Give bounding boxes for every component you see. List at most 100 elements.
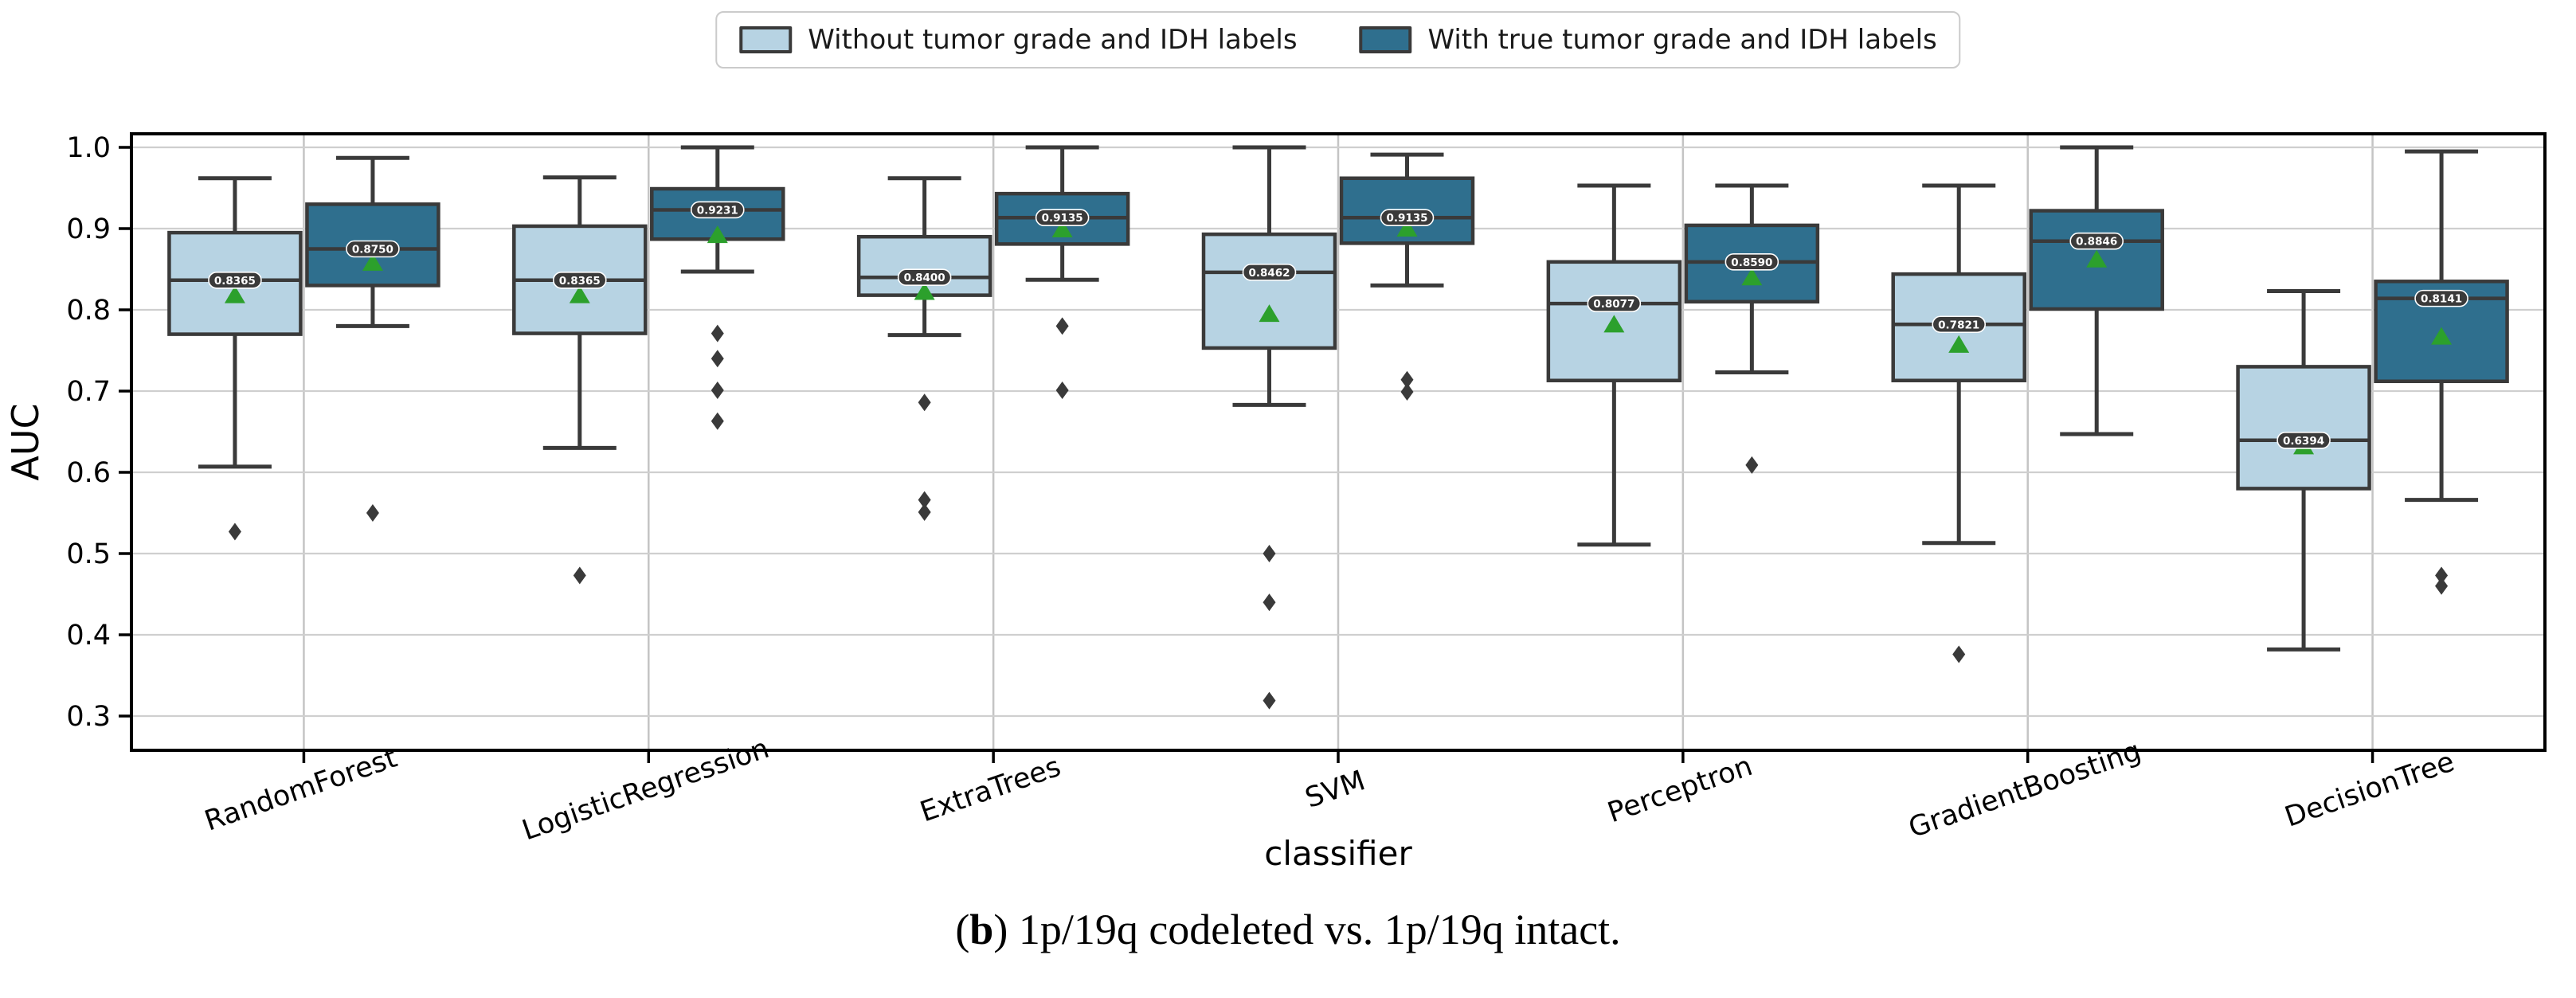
outlier-marker (366, 504, 379, 522)
outlier-marker (918, 393, 931, 412)
median-value-badge (1587, 295, 1642, 312)
legend-swatch-icon (1359, 26, 1412, 53)
x-tick-label: SVM (1302, 765, 1369, 815)
median-value-badge (2277, 432, 2331, 449)
median-value-badge (1725, 253, 1779, 271)
outlier-marker (1400, 383, 1414, 401)
y-tick-label: 0.6 (66, 457, 111, 489)
mean-triangle-marker (1741, 268, 1763, 286)
outlier-marker (1263, 545, 1276, 562)
outlier-marker (1055, 317, 1069, 335)
legend-label: With true tumor grade and IDH labels (1427, 24, 1937, 56)
mean-triangle-marker (1051, 220, 1073, 238)
y-tick-label: 0.7 (66, 376, 111, 408)
median-value-badge (1035, 209, 1090, 227)
median-value-badge (2069, 232, 2124, 250)
legend-label: Without tumor grade and IDH labels (808, 24, 1298, 56)
boxplot-group-without-SVM: 0.8462 (1201, 145, 1337, 710)
mean-triangle-marker (1603, 315, 1625, 333)
iqr-box (1201, 232, 1337, 350)
mean-triangle-marker (2431, 327, 2453, 345)
mean-triangle-marker (1396, 219, 1418, 237)
outlier-marker (228, 522, 241, 541)
y-tick-label: 0.4 (66, 620, 111, 652)
median-value-badge (1380, 209, 1435, 227)
median-value: 0.8077 (1593, 298, 1634, 311)
x-axis-title: classifier (1264, 834, 1412, 873)
boxplot-group-with-DecisionTree: 0.8141 (2374, 149, 2509, 595)
median-value-badge (897, 268, 952, 287)
outlier-marker (1263, 593, 1276, 612)
mean-triangle-marker (569, 285, 590, 303)
median-value: 0.8750 (352, 244, 393, 256)
median-value: 0.8400 (904, 272, 945, 284)
legend-swatch-icon (739, 26, 793, 53)
y-tick-label: 1.0 (66, 132, 111, 164)
outlier-marker (711, 412, 724, 430)
mean-triangle-marker (707, 225, 728, 244)
mean-triangle-marker (1259, 304, 1280, 323)
iqr-box (305, 202, 440, 288)
boxplot-group-without-DecisionTree: 0.6394 (2236, 289, 2371, 652)
median-value-badge (1242, 264, 1297, 281)
median-value: 0.8365 (214, 275, 256, 288)
caption-paren-open: ( (955, 906, 970, 953)
iqr-box (2236, 365, 2371, 491)
mean-triangle-marker (362, 252, 383, 271)
median-value-badge (2414, 289, 2468, 307)
legend: Without tumor grade and IDH labels With t… (715, 11, 1961, 68)
y-tick-label: 0.5 (66, 538, 111, 570)
figure-caption: (b) 1p/19q codeleted vs. 1p/19q intact. (955, 905, 1620, 954)
y-tick-label: 0.8 (66, 295, 111, 327)
outlier-marker (1952, 645, 1966, 663)
median-value: 0.8462 (1248, 267, 1290, 280)
outlier-marker (1745, 456, 1759, 474)
median-value: 0.9135 (1042, 212, 1083, 225)
median-value-badge (552, 271, 607, 289)
y-axis-title: AUC (4, 403, 47, 480)
outlier-marker (2435, 566, 2449, 585)
median-value: 0.8365 (559, 275, 601, 288)
outlier-marker (711, 381, 724, 399)
boxplot-group-without-LogisticRegression: 0.8365 (512, 175, 648, 585)
median-value: 0.8141 (2421, 293, 2462, 306)
median-value: 0.9135 (1386, 212, 1427, 225)
caption-text: ) 1p/19q codeleted vs. 1p/19q intact. (993, 906, 1621, 953)
outlier-marker (573, 566, 586, 585)
mean-triangle-marker (914, 282, 935, 300)
boxplot-group-without-Perceptron: 0.8077 (1546, 183, 1682, 547)
median-value: 0.6394 (2283, 435, 2324, 448)
legend-item: With true tumor grade and IDH labels (1359, 24, 1937, 56)
median-value: 0.8846 (2076, 236, 2117, 249)
boxplot-group-with-SVM: 0.9135 (1339, 152, 1475, 401)
median-value-badge (1932, 315, 1987, 334)
outlier-marker (918, 491, 931, 509)
axes-frame (130, 132, 2547, 752)
median-value: 0.9231 (697, 204, 738, 217)
median-value-badge (690, 201, 745, 219)
mean-triangle-marker (224, 285, 245, 303)
x-tick-label: DecisionTree (2281, 746, 2459, 834)
outlier-marker (918, 503, 931, 521)
boxplot-group-with-LogisticRegression: 0.9231 (650, 145, 785, 430)
x-tick-label: ExtraTrees (916, 751, 1065, 829)
boxplot-group-with-RandomForest: 0.8750 (305, 155, 440, 522)
outlier-marker (1263, 691, 1276, 710)
boxplot-group-with-GradientBoosting: 0.8846 (2029, 145, 2164, 436)
outlier-marker (2435, 577, 2449, 595)
boxplot-group-with-Perceptron: 0.8590 (1684, 183, 1820, 474)
caption-subfigure-letter: b (969, 906, 994, 953)
mean-triangle-marker (2086, 249, 2108, 268)
boxplot-group-without-GradientBoosting: 0.7821 (1891, 183, 2026, 663)
boxplot-group-with-ExtraTrees: 0.9135 (994, 145, 1130, 399)
y-tick-label: 0.3 (66, 701, 111, 733)
boxplot-group-without-RandomForest: 0.8365 (167, 176, 303, 541)
outlier-marker (711, 350, 724, 368)
median-value-badge (208, 271, 262, 289)
x-tick-label: Perceptron (1603, 750, 1756, 829)
outlier-marker (1055, 381, 1069, 399)
outlier-marker (1400, 370, 1414, 389)
boxplot-group-without-ExtraTrees: 0.8400 (856, 176, 992, 521)
median-value-badge (346, 240, 400, 258)
